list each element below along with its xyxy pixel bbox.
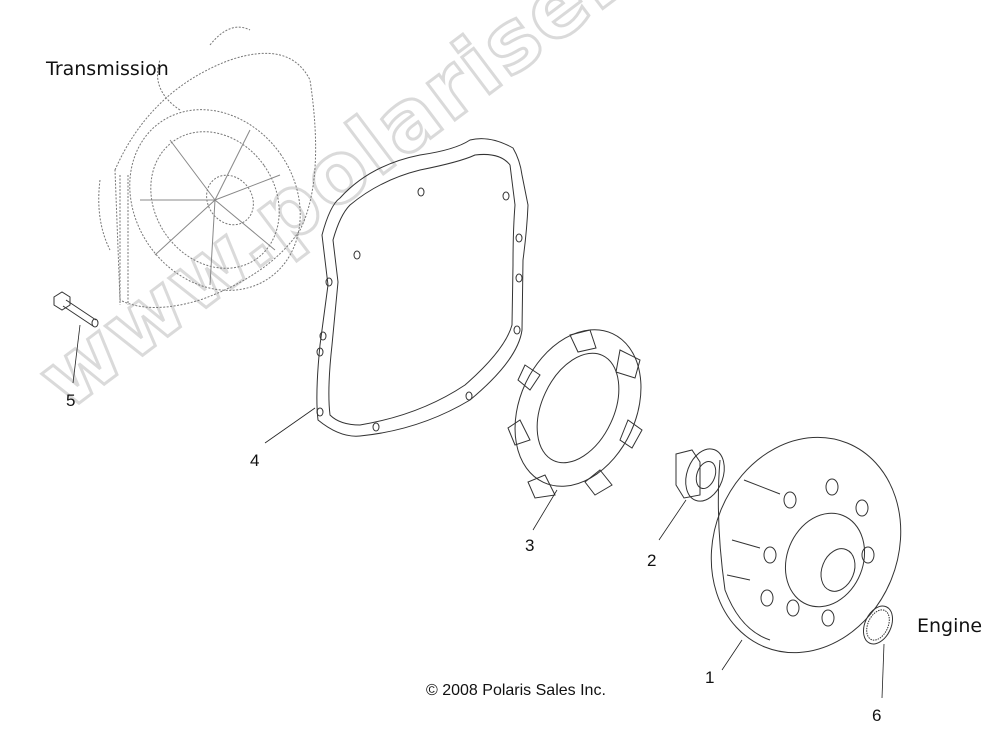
leader-lines [72, 324, 885, 699]
copyright-notice: © 2008 Polaris Sales Inc. [426, 682, 606, 699]
callout-3[interactable]: 3 [525, 536, 535, 555]
transmission-housing [98, 26, 317, 308]
callout-6[interactable]: 6 [872, 706, 882, 725]
bolt-part [53, 291, 99, 328]
callout-4[interactable]: 4 [250, 451, 260, 470]
callout-2[interactable]: 2 [647, 551, 657, 570]
gasket-part [316, 138, 529, 437]
callout-5[interactable]: 5 [66, 391, 76, 410]
callout-1[interactable]: 1 [705, 668, 715, 687]
transmission-label: Transmission [46, 58, 169, 80]
transmission-spokes [140, 129, 281, 286]
ring-part [862, 605, 894, 645]
engine-label: Engine [917, 615, 983, 637]
coupler-part [507, 329, 643, 499]
nut-part [675, 448, 725, 502]
drive-hub-part [710, 436, 902, 654]
